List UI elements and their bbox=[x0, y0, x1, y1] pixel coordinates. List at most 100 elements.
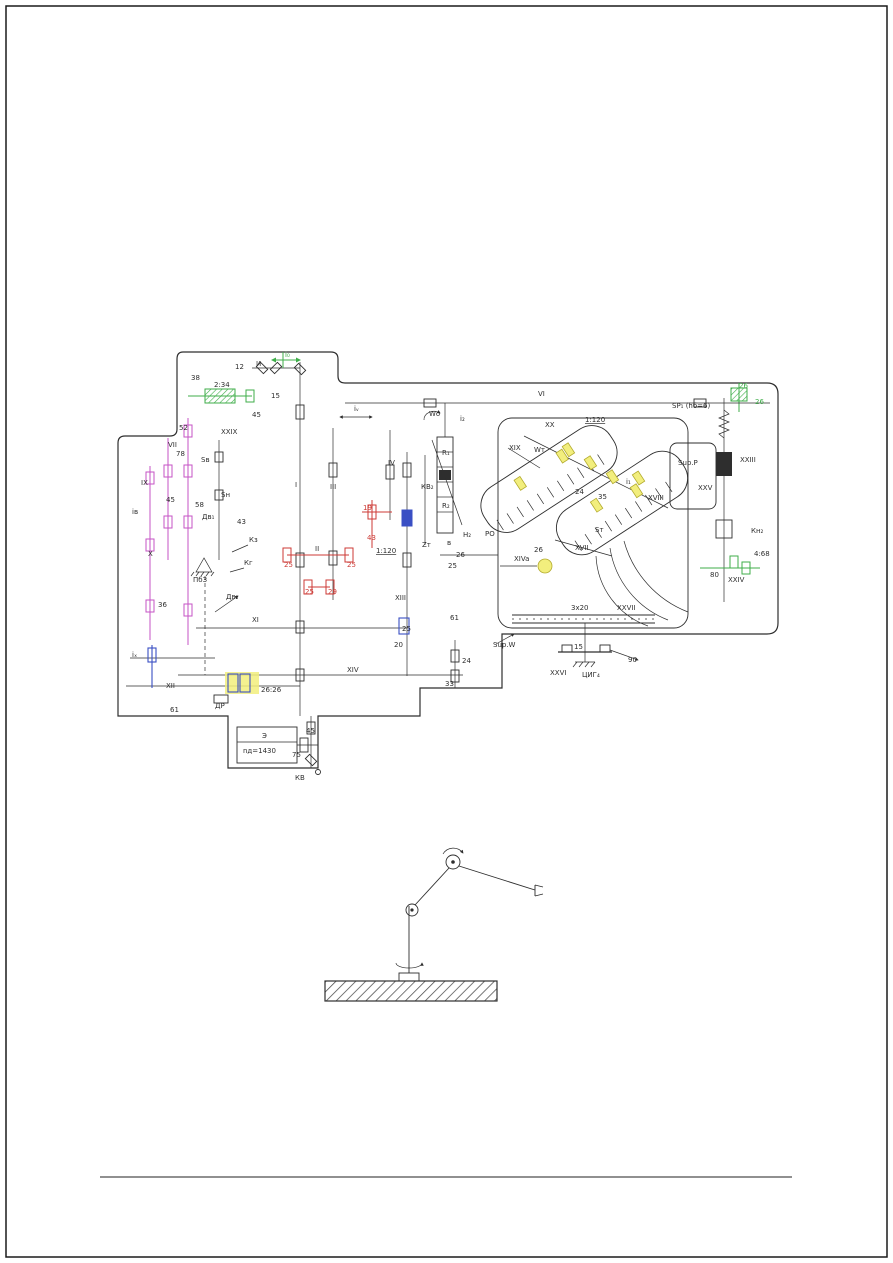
diagram-label: 52 bbox=[179, 424, 188, 432]
diagram-label: 36 bbox=[158, 601, 167, 609]
diagram-label: VII bbox=[168, 441, 177, 449]
diagram-label: R₁ bbox=[442, 449, 450, 457]
magenta-gears bbox=[145, 418, 193, 645]
page-border bbox=[5, 5, 888, 1258]
diagram-label: 1:120 bbox=[376, 547, 396, 555]
diagram-label: 25 bbox=[402, 625, 411, 633]
tilted-unit-2 bbox=[555, 450, 689, 556]
diagram-label: 45 bbox=[166, 496, 175, 504]
diagram-label: XIVa bbox=[514, 555, 529, 563]
diagram-label: в bbox=[447, 539, 451, 547]
diagram-label: III bbox=[330, 483, 336, 491]
diagram-label: R₂ bbox=[442, 502, 450, 510]
spring-symbol bbox=[718, 409, 730, 439]
diagram-label: 58 bbox=[195, 501, 204, 509]
diagram-label: 61 bbox=[450, 614, 459, 622]
diagram-label: XXIII bbox=[740, 456, 756, 464]
diagram-label: 33 bbox=[445, 680, 454, 688]
gear-symbols bbox=[214, 361, 707, 683]
robot-joint-2 bbox=[445, 854, 461, 870]
diagram-label: Zт bbox=[422, 541, 431, 549]
diagram-label: 25 bbox=[347, 561, 356, 569]
diagram-label: КВ bbox=[295, 774, 305, 782]
index-wheel bbox=[537, 558, 553, 574]
diagram-label: 24 bbox=[462, 657, 471, 665]
diagram-label: XXIX bbox=[221, 428, 238, 436]
diagram-label: 45 bbox=[252, 411, 261, 419]
diagram-label: 26 bbox=[755, 398, 764, 406]
diagram-label: 20 bbox=[394, 641, 403, 649]
robot-joint-1 bbox=[405, 903, 419, 917]
diagram-label: XX bbox=[545, 421, 555, 429]
diagram-label: Sт bbox=[595, 526, 604, 534]
robot-base bbox=[324, 980, 498, 1002]
diagram-label: XI bbox=[252, 616, 259, 624]
diagram-label: IX bbox=[141, 479, 148, 487]
diagram-label: iв bbox=[132, 508, 138, 516]
robot-mount bbox=[398, 972, 420, 982]
diagram-label: XIV bbox=[347, 666, 359, 674]
diagram-label: 12 bbox=[235, 363, 244, 371]
green-gears bbox=[188, 352, 301, 404]
motor-box bbox=[236, 726, 298, 764]
diagram-label: Sв bbox=[201, 456, 210, 464]
diagram-label: i₂ bbox=[460, 415, 465, 423]
robot-arm-figure bbox=[324, 847, 544, 1002]
diagram-label: Н₂ bbox=[463, 531, 471, 539]
diagram-label: II bbox=[315, 545, 319, 553]
diagram-label: X bbox=[148, 550, 153, 558]
diagram-label: Кн₂ bbox=[751, 527, 764, 535]
diagram-label: 26 bbox=[534, 546, 543, 554]
motor-unit bbox=[236, 716, 321, 775]
yellow-gears bbox=[537, 442, 644, 574]
diagram-label: Дв₁ bbox=[202, 513, 215, 521]
rack-and-column bbox=[495, 614, 655, 668]
diagram-label: Кг bbox=[244, 559, 253, 567]
diagram-label: XVII bbox=[575, 544, 589, 552]
diagram-label: ЦИГ₄ bbox=[582, 671, 600, 679]
tilted-unit-1 bbox=[480, 425, 618, 533]
joint-rotation-arrow bbox=[442, 847, 464, 855]
diagram-label: 26 bbox=[739, 382, 748, 390]
diagram-label: 38 bbox=[191, 374, 200, 382]
diagram-label: Э bbox=[262, 732, 267, 740]
coupling-block bbox=[716, 452, 732, 476]
diagram-label: I bbox=[295, 481, 297, 489]
diagram-label: 26 bbox=[456, 551, 465, 559]
diagram-label: Sup.W bbox=[493, 641, 516, 649]
diagram-label: 15 bbox=[574, 643, 583, 651]
diagram-label: 75 bbox=[292, 751, 301, 759]
diagram-label: 19 bbox=[363, 504, 372, 512]
diagram-label: XXVII bbox=[617, 604, 636, 612]
diagram-label: Кз bbox=[249, 536, 258, 544]
diagram-label: 78 bbox=[176, 450, 185, 458]
end-effector bbox=[534, 884, 544, 897]
diagram-label: Sup.P bbox=[678, 459, 698, 467]
diagram-label: 2:34 bbox=[214, 381, 230, 389]
diagram-label: И bbox=[256, 360, 261, 368]
diagram-label: ДР bbox=[215, 702, 225, 710]
diagram-label: Wт bbox=[534, 446, 545, 454]
support-box bbox=[669, 442, 717, 510]
diagram-label: XXV bbox=[698, 484, 713, 492]
diagram-label: 43 bbox=[367, 534, 376, 542]
diagram-label: nд=1430 bbox=[243, 747, 276, 755]
diagram-label: 80 bbox=[710, 571, 719, 579]
diagram-label: IV bbox=[388, 459, 395, 467]
diagram-label: Дв₂ bbox=[226, 593, 239, 601]
diagram-label: XII bbox=[166, 682, 175, 690]
diagram-label: ПбЗ bbox=[193, 576, 208, 584]
diagram-label: XIX bbox=[509, 444, 521, 452]
kinematic-diagram-figure: 3812Иi₀2:34154552XXIXVII78SвIXSн5845iвДв… bbox=[117, 351, 779, 782]
diagram-label: 26:26 bbox=[261, 686, 282, 694]
base-rotation-arrow bbox=[395, 962, 424, 969]
diagram-label: 45 bbox=[306, 727, 315, 735]
gear-block bbox=[715, 519, 733, 539]
red-gears bbox=[282, 415, 392, 595]
diagram-label: 29 bbox=[328, 588, 337, 596]
diagram-label: 1:120 bbox=[585, 416, 605, 424]
